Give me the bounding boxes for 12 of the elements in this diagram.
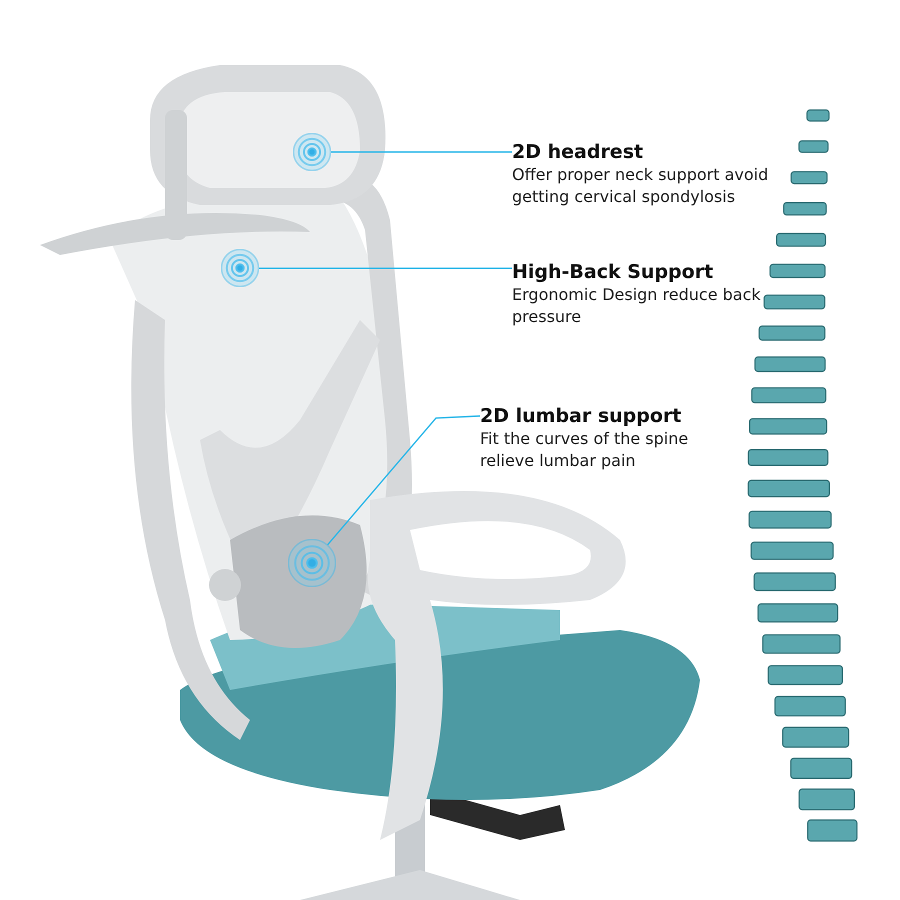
callout-heading: 2D headrest	[512, 140, 644, 164]
leader-line	[331, 151, 512, 153]
callout-text: Fit the curves of the spine relieve lumbar pain	[480, 428, 690, 472]
hotspot-marker	[221, 249, 259, 287]
callout-text: Offer proper neck support avoid getting cervical spondylosis	[512, 164, 770, 208]
callout-heading: High-Back Support	[512, 260, 714, 284]
leader-line	[259, 268, 512, 269]
callout-text: Ergonomic Design reduce back pressure	[512, 284, 762, 328]
callout-heading: 2D lumbar support	[480, 404, 682, 428]
hotspot-marker	[293, 133, 331, 171]
leader-line	[327, 415, 480, 546]
hotspot-marker	[288, 539, 336, 587]
